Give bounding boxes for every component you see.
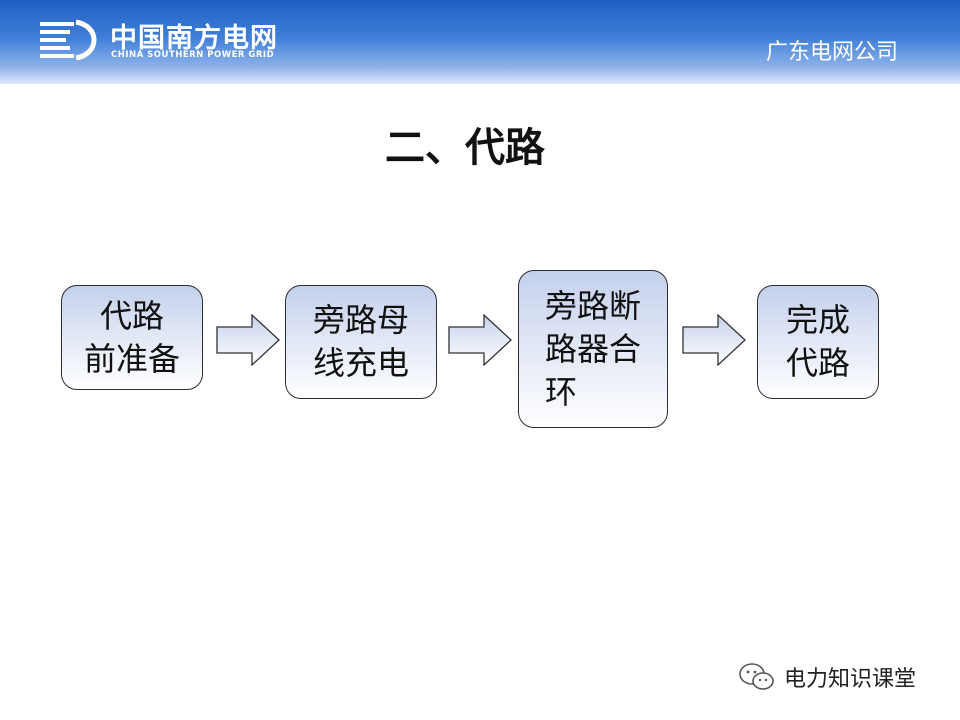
flow-arrow-icon	[448, 314, 512, 366]
header-banner: 中国南方电网 CHINA SOUTHERN POWER GRID 广东电网公司	[0, 0, 960, 84]
step-box-complete: 完成 代路	[757, 285, 879, 399]
step-text-line: 代路	[785, 344, 850, 382]
wechat-icon	[739, 663, 774, 690]
step-text-line: 旁路母	[312, 301, 409, 339]
company-logo: 中国南方电网 CHINA SOUTHERN POWER GRID	[40, 14, 300, 66]
step-text-line: 环	[544, 372, 577, 411]
footer-label: 电力知识课堂	[784, 667, 917, 692]
step-text-line: 线充电	[312, 344, 409, 382]
grid-logo-icon	[40, 19, 97, 60]
flow-arrow-icon	[682, 314, 746, 366]
step-text-line: 路器合	[544, 329, 641, 368]
step-text-line: 旁路断	[544, 286, 641, 325]
step-text-line: 代路	[99, 296, 164, 335]
step-box-bus-charge: 旁路母 线充电	[285, 285, 437, 399]
logo-chinese-name: 中国南方电网	[110, 23, 278, 54]
logo-english-name: CHINA SOUTHERN POWER GRID	[111, 50, 275, 60]
step-box-prepare: 代路 前准备	[61, 285, 203, 390]
step-box-breaker-close: 旁路断 路器合 环	[518, 270, 668, 428]
slide-title: 二、代路	[385, 125, 545, 171]
flow-arrow-icon	[216, 314, 280, 366]
footer-watermark: 电力知识课堂	[738, 662, 916, 692]
step-text-line: 完成	[785, 301, 850, 339]
step-text-line: 前准备	[83, 339, 180, 378]
company-name: 广东电网公司	[765, 40, 898, 65]
